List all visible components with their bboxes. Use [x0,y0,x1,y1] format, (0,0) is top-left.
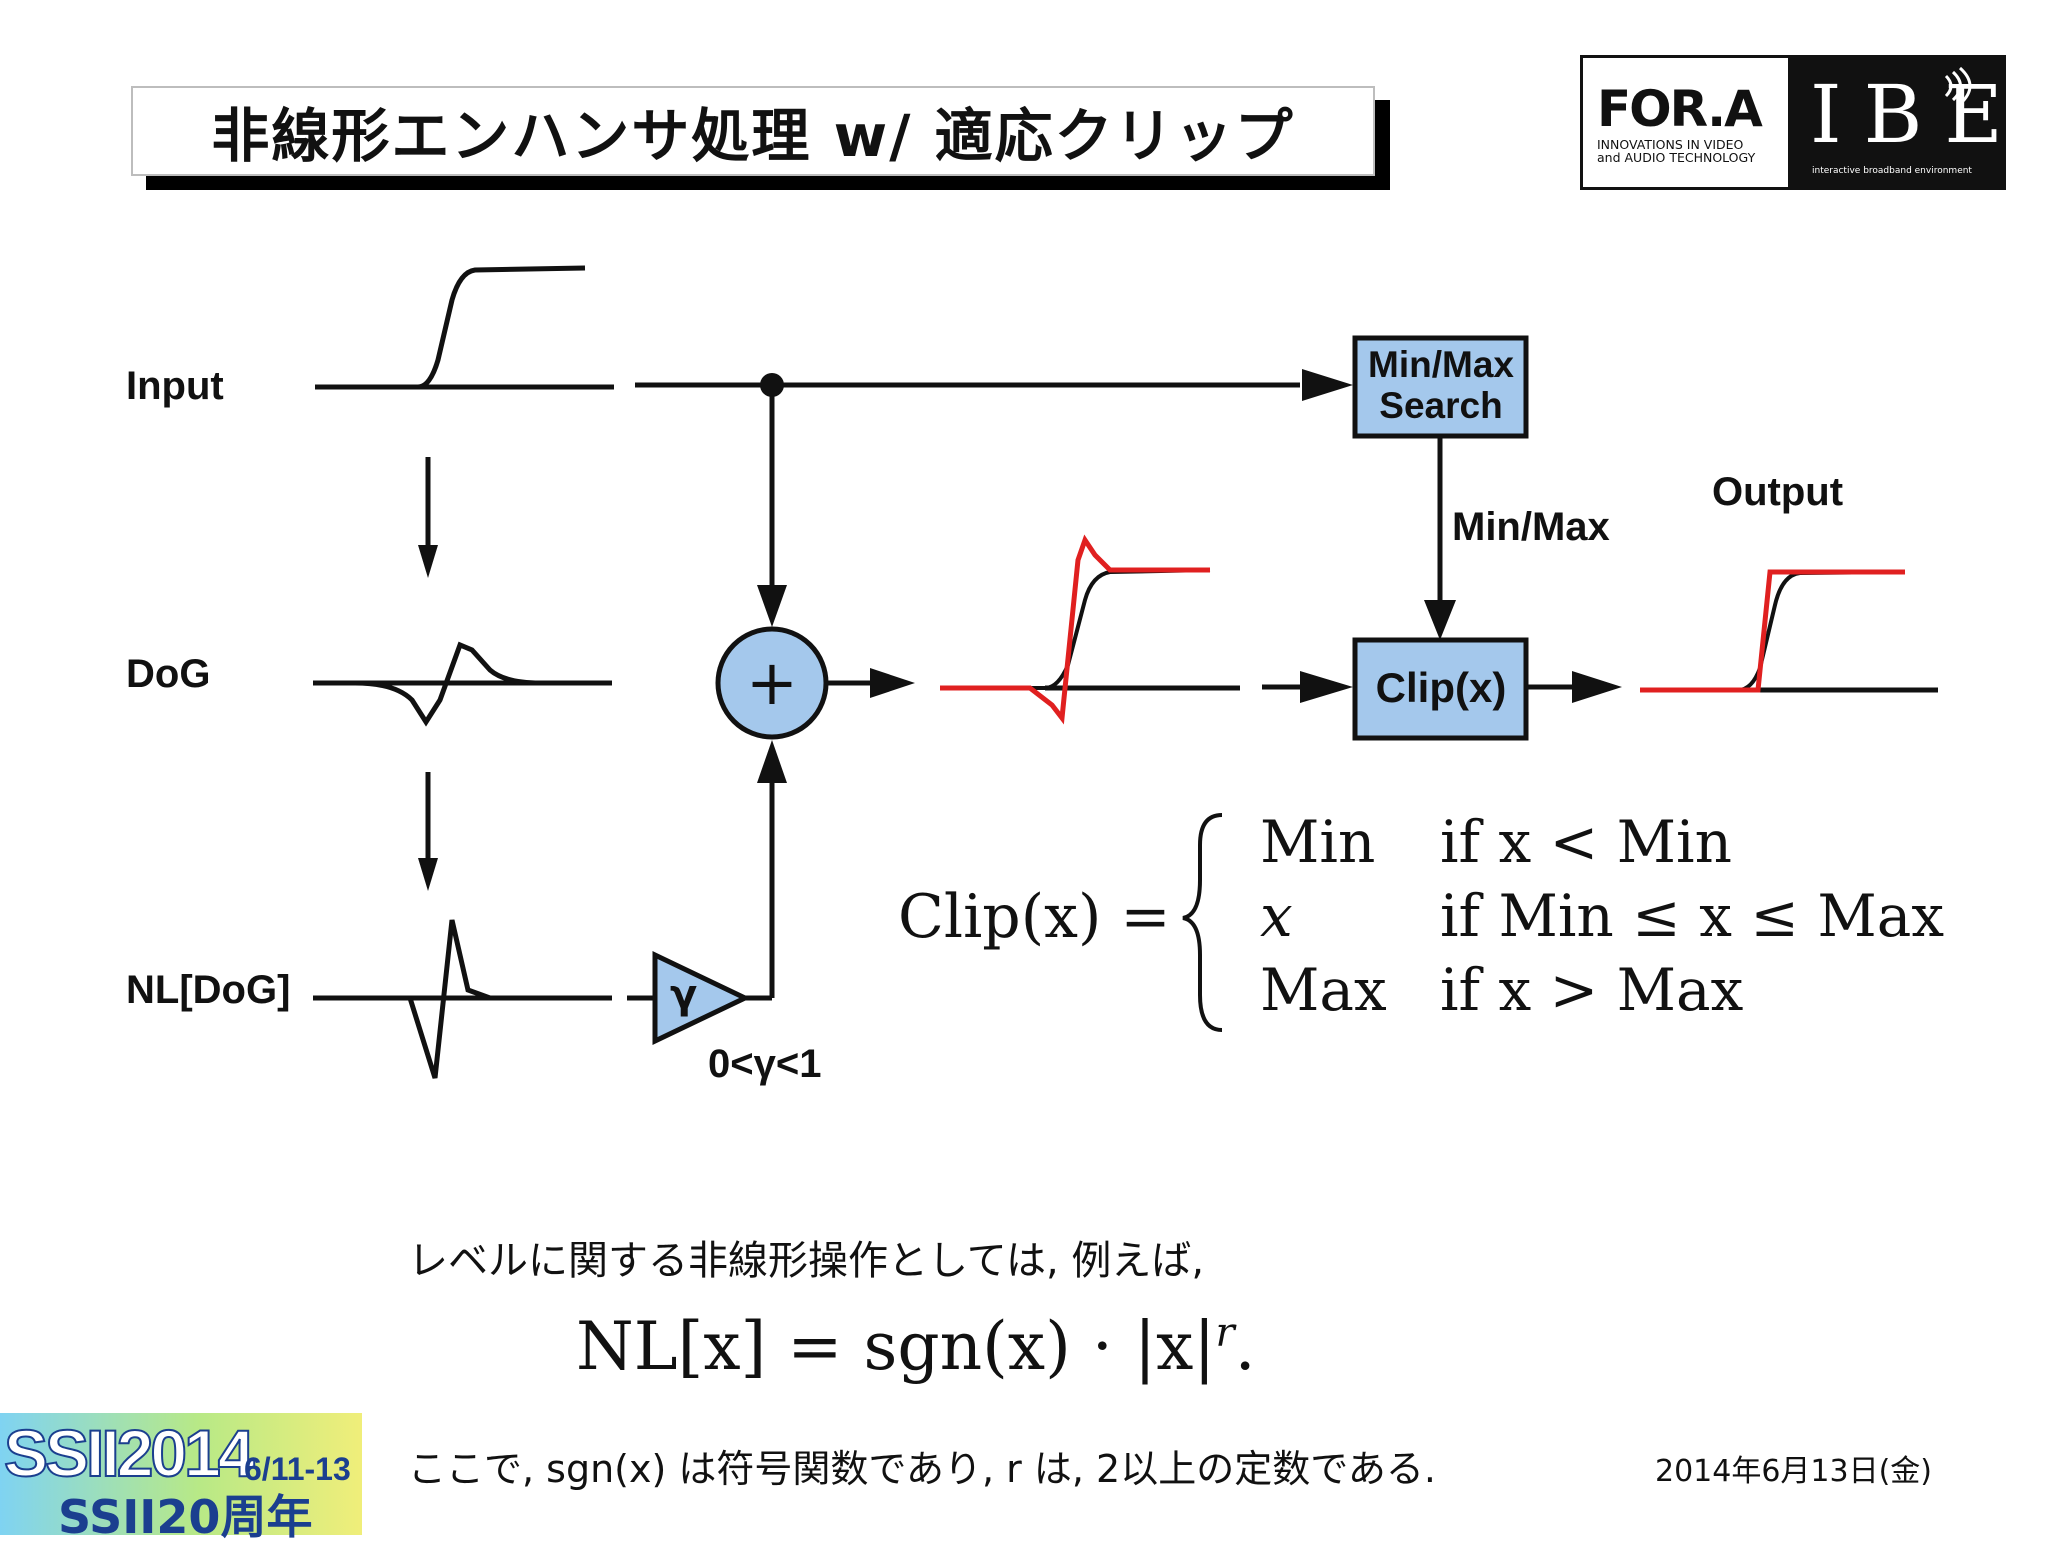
arrow-to-clip [1300,671,1353,703]
slide-title: 非線形エンハンサ処理 w/ 適応クリップ [211,102,1295,170]
minmax-search-text: Min/Max Search [1368,344,1514,426]
minmax-arrow-label: Min/Max [1452,505,1610,549]
arrow-to-clip-top [1424,600,1456,640]
wave-icon [1944,66,1972,106]
adder-symbol: + [746,646,798,719]
arrow-to-adder-top [757,585,787,627]
for-a-tagline: INNOVATIONS IN VIDEO and AUDIO TECHNOLOG… [1597,137,1756,165]
badge-dates: 6/11-13 [244,1451,351,1487]
arrow-to-minmax [1302,369,1353,401]
note-line-1: レベルに関する非線形操作としては, 例えば, [408,1238,1205,1284]
formula-brace [1182,813,1223,1032]
input-label: Input [126,364,224,408]
clip-block [1352,637,1529,741]
ssii-badge: SSII2014 6/11-13 SSII20周年 [0,1413,362,1544]
ibe-logo: IBE interactive broadband environment [1788,58,2003,187]
nl-dog-label: NL[DoG] [126,968,291,1012]
dog-waveform [313,641,612,727]
clip-formula-lhs: Clip(x) = [898,882,1171,952]
arrow-to-adder-bottom [757,740,787,783]
clip-block-text: Clip(x) [1375,664,1507,711]
gain-block [652,951,751,1045]
title-box: 非線形エンハンサ処理 w/ 適応クリップ [131,86,1375,176]
arrowhead-dog-to-nl [418,858,438,891]
clip-row-3-condition: if x > Max [1440,956,1744,1024]
ibe-tagline: interactive broadband environment [1812,166,1972,176]
clip-row-1-value: Min [1260,808,1376,876]
slide-date: 2014年6月13日(金) [1655,1454,1933,1489]
arrow-adder-output [870,668,915,698]
clip-row-1-condition: if x < Min [1440,808,1732,876]
clip-row-3-value: Max [1260,956,1387,1024]
nl-formula: NL[x] = sgn(x) · |x|r. [576,1308,1256,1385]
gain-range-label: 0<γ<1 [708,1042,822,1086]
clip-row-2-value: x [1260,882,1293,950]
badge-title: SSII2014 [3,1415,256,1491]
note-line-2: ここで, sgn(x) は符号関数であり, r は, 2以上の定数である. [408,1447,1436,1491]
gain-symbol: γ [670,972,698,1018]
minmax-search-block [1352,335,1529,439]
arrowhead-input-to-dog [418,545,438,578]
output-waveform [1640,569,1938,693]
for-a-logo: FOR.A INNOVATIONS IN VIDEO and AUDIO TEC… [1583,58,1788,187]
enhanced-waveform [940,534,1240,725]
badge-anniversary: SSII20周年 [58,1490,313,1544]
arrow-clip-output [1572,671,1622,703]
nl-dog-waveform [313,919,612,1079]
company-logo: FOR.A INNOVATIONS IN VIDEO and AUDIO TEC… [1580,55,2006,190]
dog-label: DoG [126,652,211,696]
output-label: Output [1712,470,1844,514]
input-waveform [315,265,614,390]
clip-row-2-condition: if Min ≤ x ≤ Max [1440,882,1945,950]
for-a-wordmark: FOR.A [1597,80,1763,138]
